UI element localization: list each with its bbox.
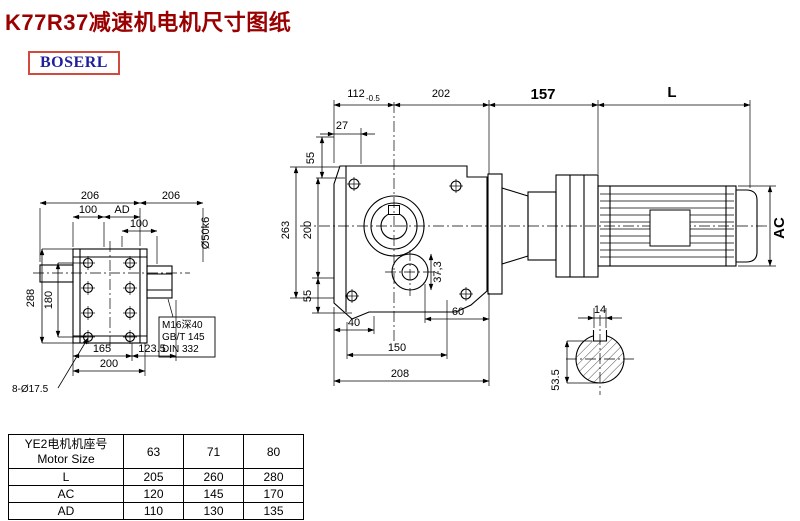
cell-L-63: 205	[123, 468, 184, 486]
table-row-L: L 205 260 280	[8, 468, 304, 486]
dim-L: L	[667, 84, 676, 101]
dim-AC: AC	[771, 217, 788, 239]
dim-27: 27	[336, 120, 348, 132]
left-view-labels: 206 206 100 AD 100 288 180 Ø50k6 M16深40 …	[12, 190, 212, 395]
dim-53-5: 53.5	[550, 369, 562, 390]
table-header-size-71: 71	[183, 434, 244, 469]
dim-208: 208	[391, 368, 409, 380]
note-standard-gb: GB/T 145	[162, 332, 205, 343]
shaft-cross-section	[564, 308, 634, 395]
motor-nameplate	[649, 209, 691, 247]
gearbox-housing-front	[333, 165, 488, 320]
dim-200-bottom: 200	[100, 358, 118, 370]
table-row-AC: AC 120 145 170	[8, 485, 304, 503]
dim-40: 40	[348, 317, 360, 329]
input-flange-plate	[487, 173, 503, 295]
dim-bolt-holes: 8-Ø17.5	[12, 384, 49, 395]
dim-206-left: 206	[81, 190, 99, 202]
dim-200-height: 200	[302, 221, 314, 239]
dim-55-top: 55	[305, 152, 317, 164]
dim-202: 202	[432, 88, 450, 100]
dim-14: 14	[594, 304, 606, 316]
dim-112-tolerance: -0.5	[366, 94, 380, 103]
cell-AD-63: 110	[123, 502, 184, 520]
motor-side-view	[487, 173, 776, 295]
cell-L-80: 280	[243, 468, 304, 486]
dim-123-5: 123.5	[138, 343, 166, 355]
left-side-view	[33, 241, 190, 351]
dim-shaft-diameter: Ø50k6	[200, 217, 212, 249]
brand-logo: BOSERL	[28, 51, 120, 75]
cell-AC-80: 170	[243, 485, 304, 503]
dim-55-bottom: 55	[302, 290, 314, 302]
note-standard-din: DIN 332	[162, 344, 199, 355]
dim-206-right: 206	[162, 190, 180, 202]
dim-157: 157	[530, 86, 555, 103]
motor-view-labels: 157 L AC	[530, 84, 788, 239]
page-title: K77R37减速机电机尺寸图纸	[5, 10, 292, 35]
cell-AC-71: 145	[183, 485, 244, 503]
dim-165: 165	[93, 343, 111, 355]
row-label-L: L	[8, 468, 124, 486]
dim-112: 112	[347, 88, 365, 100]
dim-150: 150	[388, 342, 406, 354]
dim-100-a: 100	[79, 204, 97, 216]
dim-100-b: 100	[130, 218, 148, 230]
table-header-motor-size: YE2电机机座号 Motor Size	[8, 434, 124, 469]
row-label-AD: AD	[8, 502, 124, 520]
fan-cover	[735, 189, 758, 263]
table-header-en: Motor Size	[37, 451, 95, 466]
motor-size-table: YE2电机机座号 Motor Size 63 71 80 L 205 260 2…	[8, 434, 304, 520]
dim-60: 60	[452, 306, 464, 318]
brand-text: BOSERL	[40, 54, 108, 71]
shaft-section-labels: 14 53.5	[550, 304, 606, 391]
cell-L-71: 260	[183, 468, 244, 486]
table-header-size-63: 63	[123, 434, 184, 469]
note-tapped-hole: M16深40	[162, 319, 203, 331]
front-view	[300, 102, 770, 344]
cell-AC-63: 120	[123, 485, 184, 503]
input-shaft	[39, 264, 74, 283]
dim-288: 288	[25, 289, 37, 307]
cell-AD-71: 130	[183, 502, 244, 520]
dim-263: 263	[280, 221, 292, 239]
output-hub	[146, 265, 173, 299]
table-row-AD: AD 110 130 135	[8, 502, 304, 520]
left-view-dimensions	[39, 200, 216, 389]
table-header-row: YE2电机机座号 Motor Size 63 71 80	[8, 434, 304, 469]
row-label-AC: AC	[8, 485, 124, 503]
dim-ad: AD	[114, 204, 129, 216]
front-view-labels: 112 -0.5 202 27 55 263 200 55 40 150 208…	[280, 88, 464, 380]
table-header-size-80: 80	[243, 434, 304, 469]
dim-180: 180	[43, 291, 55, 309]
front-view-dimensions	[290, 100, 751, 386]
cell-AD-80: 135	[243, 502, 304, 520]
table-header-cn: YE2电机机座号	[24, 436, 108, 451]
dim-37-3: 37,3	[432, 261, 444, 282]
